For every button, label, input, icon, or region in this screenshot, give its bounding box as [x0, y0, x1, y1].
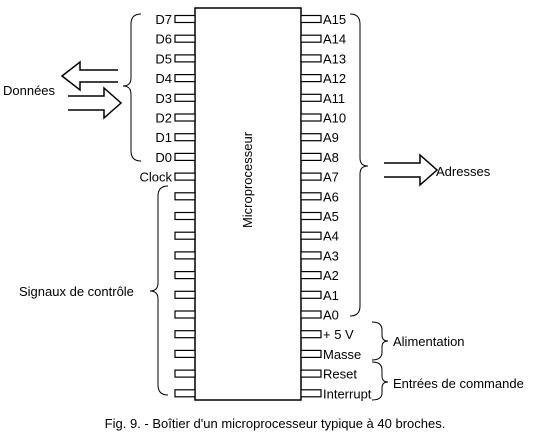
donnees-label: Données — [3, 83, 56, 98]
right-pin-label: A11 — [323, 91, 345, 106]
right-pin — [300, 133, 322, 142]
right-pin-label: A2 — [323, 268, 339, 283]
left-pin — [174, 389, 196, 398]
right-pin — [300, 349, 322, 358]
right-pin-label: A10 — [323, 111, 346, 126]
left-pin — [174, 73, 196, 83]
right-pin-label: A9 — [323, 130, 339, 145]
right-pin-label: A13 — [323, 51, 346, 66]
command-brace — [371, 361, 389, 401]
left-pin — [174, 369, 196, 378]
right-pin — [300, 113, 322, 122]
right-pin — [300, 34, 322, 43]
power-brace — [371, 321, 389, 361]
right-pin-label: A0 — [323, 308, 339, 323]
data-brace — [122, 13, 142, 162]
right-pin-label: A5 — [323, 209, 339, 224]
left-pin — [174, 54, 196, 63]
right-pin — [300, 290, 322, 299]
address-brace — [349, 13, 369, 317]
right-pin — [300, 231, 322, 240]
right-pin-label: Interrupt — [323, 386, 372, 401]
left-pin-label: D3 — [155, 91, 172, 106]
left-pin-label: D1 — [155, 130, 172, 145]
left-pin — [174, 192, 196, 201]
right-pin-label: Reset — [323, 367, 357, 382]
right-pin — [300, 369, 322, 378]
data-out-arrow — [60, 60, 118, 92]
right-pin — [300, 310, 322, 319]
chip-label: Microprocesseur — [240, 131, 255, 228]
alimentation-label: Alimentation — [393, 334, 465, 349]
left-pin-label: D0 — [155, 150, 172, 165]
controle-label: Signaux de contrôle — [19, 284, 134, 299]
left-pin-label: D6 — [155, 32, 172, 47]
right-pin — [300, 172, 322, 181]
address-arrow — [384, 153, 439, 187]
right-pin — [300, 389, 322, 398]
left-pin — [174, 290, 196, 299]
right-pin-label: A15 — [323, 12, 346, 27]
left-pin-label: D5 — [155, 51, 172, 66]
data-in-arrow — [68, 86, 123, 120]
left-pin — [174, 310, 196, 319]
left-pin — [174, 330, 196, 339]
right-pin — [300, 14, 322, 24]
left-pin — [174, 251, 196, 260]
right-pin-label: A6 — [323, 189, 339, 204]
right-pin-label: A1 — [323, 288, 339, 303]
commande-label: Entrées de commande — [393, 376, 524, 391]
right-pin — [300, 54, 322, 63]
left-pin — [174, 152, 196, 161]
right-pin — [300, 192, 322, 201]
left-pin — [174, 349, 196, 358]
left-pin — [174, 271, 196, 280]
left-pin — [174, 172, 196, 181]
left-pin-label: Clock — [139, 170, 172, 185]
left-pin — [174, 133, 196, 142]
right-pin — [300, 211, 322, 221]
chip-body — [194, 7, 302, 401]
right-pin — [300, 152, 322, 161]
left-pin — [174, 113, 196, 122]
adresses-label: Adresses — [436, 164, 491, 179]
right-pin-label: A4 — [323, 229, 339, 244]
right-pin — [300, 330, 322, 339]
right-pin — [300, 271, 322, 280]
right-pin-label: A3 — [323, 248, 339, 263]
right-pin-label: A14 — [323, 32, 346, 47]
right-pin — [300, 251, 322, 260]
right-pin-label: Masse — [323, 347, 361, 362]
right-pin — [300, 73, 322, 83]
control-brace — [149, 185, 169, 396]
left-pin-label: D2 — [155, 111, 172, 126]
right-pin-label: + 5 V — [323, 327, 354, 342]
left-pin — [174, 231, 196, 240]
figure-caption: Fig. 9. - Boîtier d'un microprocesseur t… — [105, 416, 446, 431]
right-pin-label: A12 — [323, 71, 346, 86]
right-pin-label: A8 — [323, 150, 339, 165]
right-pin-label: A7 — [323, 170, 339, 185]
left-pin-label: D4 — [155, 71, 172, 86]
left-pin-label: D7 — [155, 12, 172, 27]
right-pin — [300, 93, 322, 102]
left-pin — [174, 93, 196, 102]
left-pin — [174, 34, 196, 43]
left-pin — [174, 14, 196, 24]
left-pin — [174, 211, 196, 221]
